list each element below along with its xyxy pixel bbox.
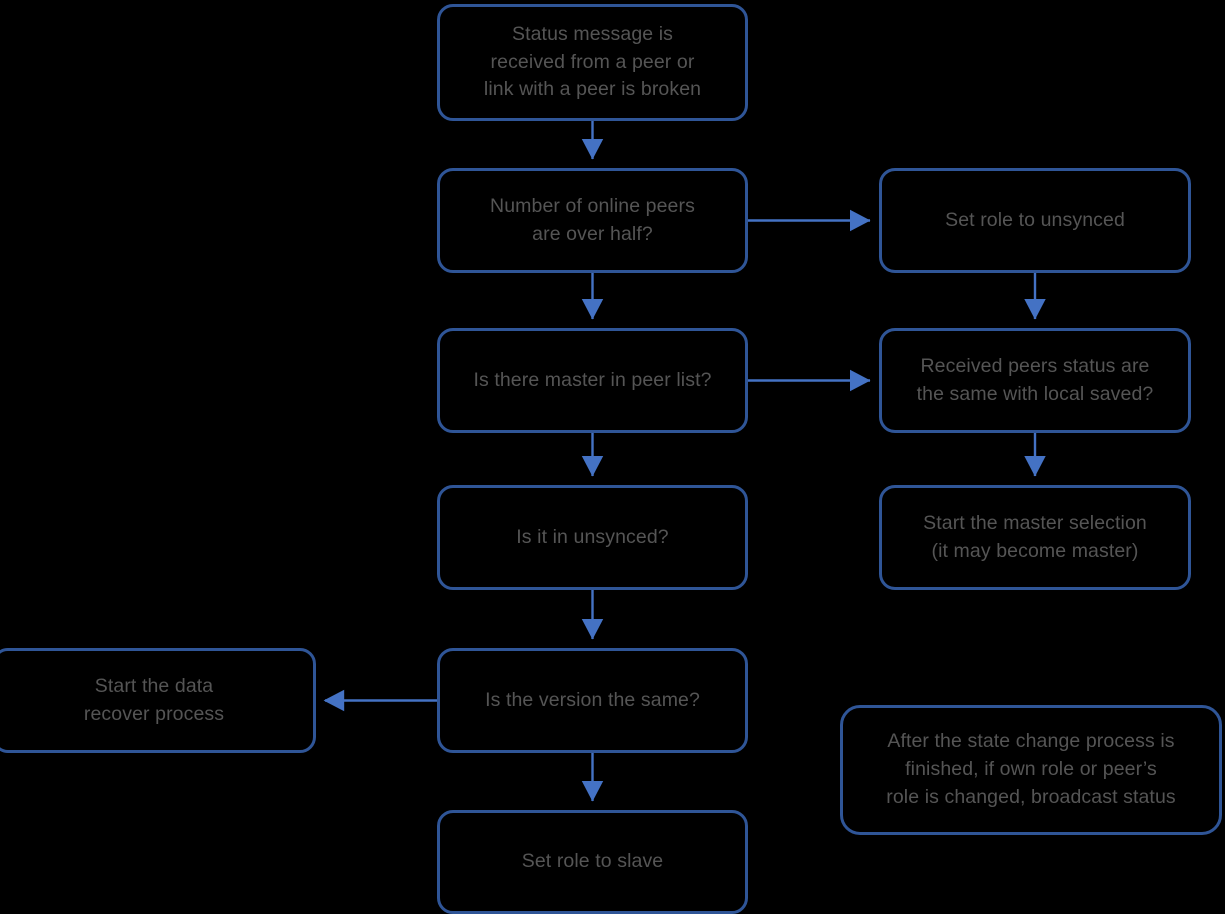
node-start-master-selection-label: Start the master selection (it may becom… — [923, 511, 1147, 562]
node-is-it-unsynced[interactable]: Is it in unsynced? — [437, 485, 748, 590]
node-start-master-selection[interactable]: Start the master selection (it may becom… — [879, 485, 1191, 590]
node-status-message[interactable]: Status message is received from a peer o… — [437, 4, 748, 121]
node-master-in-peer-list[interactable]: Is there master in peer list? — [437, 328, 748, 433]
node-version-the-same[interactable]: Is the version the same? — [437, 648, 748, 753]
node-broadcast-note-label: After the state change process is finish… — [886, 730, 1176, 808]
node-received-peers-status-same-label: Received peers status are the same with … — [916, 354, 1154, 405]
node-is-it-unsynced-label: Is it in unsynced? — [516, 525, 669, 548]
node-set-role-slave-label: Set role to slave — [521, 850, 664, 873]
node-start-data-recover[interactable]: Start the data recover process — [0, 648, 316, 753]
node-set-role-slave[interactable]: Set role to slave — [437, 810, 748, 914]
node-set-role-unsynced[interactable]: Set role to unsynced — [879, 168, 1191, 273]
node-status-message-label: Status message is received from a peer o… — [483, 22, 702, 101]
node-online-peers-over-half[interactable]: Number of online peers are over half? — [437, 168, 748, 273]
node-version-the-same-label: Is the version the same? — [485, 688, 700, 711]
node-broadcast-note[interactable]: After the state change process is finish… — [840, 705, 1222, 835]
node-set-role-unsynced-label: Set role to unsynced — [945, 208, 1125, 231]
node-master-in-peer-list-label: Is there master in peer list? — [473, 368, 712, 391]
node-received-peers-status-same[interactable]: Received peers status are the same with … — [879, 328, 1191, 433]
node-start-data-recover-label: Start the data recover process — [83, 674, 225, 725]
node-online-peers-over-half-label: Number of online peers are over half? — [490, 194, 695, 245]
